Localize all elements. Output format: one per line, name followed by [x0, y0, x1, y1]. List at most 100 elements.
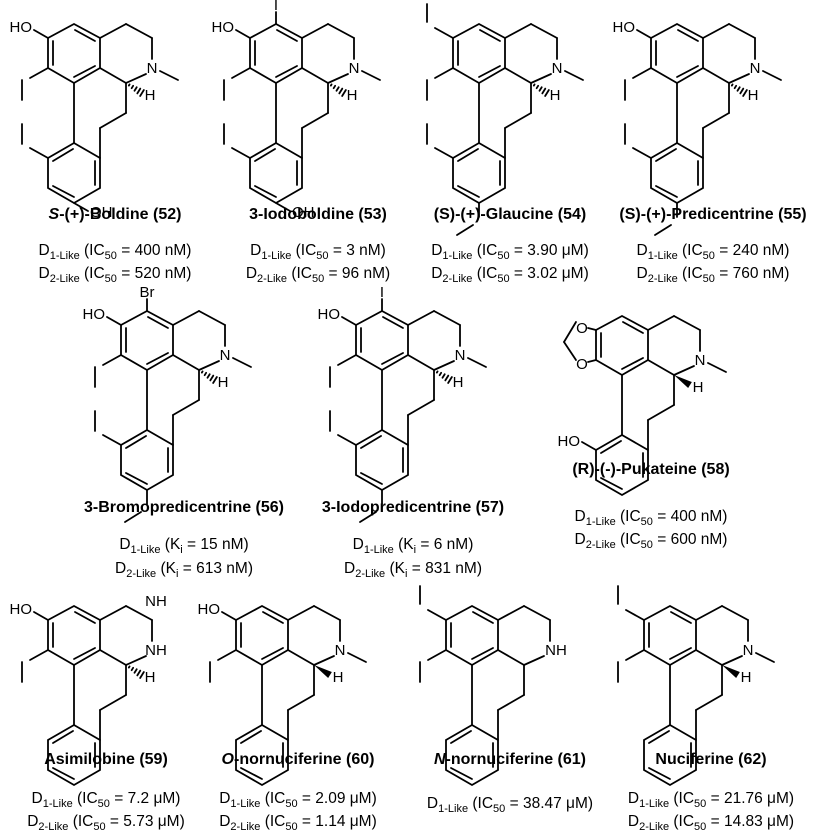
receptor-subtype: 1-Like [42, 798, 73, 811]
wedge-bond [314, 665, 332, 678]
ring-a-double [261, 647, 284, 660]
receptor-subtype: 2-Like [355, 568, 386, 581]
hash-bond [329, 83, 333, 87]
ring-d-double [450, 767, 473, 780]
methoxy-bond [632, 147, 652, 159]
receptor-letter: D [344, 560, 356, 577]
close-paren: ) [186, 242, 192, 259]
measure-letter: K [169, 536, 181, 553]
receptor-letter: D [115, 560, 127, 577]
hash-bond [441, 373, 446, 379]
open-paren: ( [79, 242, 90, 259]
bond [327, 23, 355, 39]
n-methyl [707, 362, 727, 373]
bond [172, 354, 200, 371]
compound-name-text: 3-Iodopredicentrine (57) [321, 499, 505, 516]
hash-bond [130, 666, 135, 672]
hydroxyl-bond [341, 316, 357, 326]
activity-c59-1: D2-Like (IC50 = 5.73 μM) [0, 812, 216, 837]
hydroxyl-bond [33, 611, 49, 621]
receptor-subtype: 2-Like [38, 821, 69, 834]
bond [721, 605, 749, 621]
activity-value: = 240 nM [714, 242, 785, 259]
ring-a-double [74, 611, 96, 624]
bond [125, 655, 147, 666]
bond [721, 655, 743, 666]
hydroxyl-bond [106, 316, 122, 326]
measure-letter: IC [678, 790, 695, 807]
ring-a [47, 604, 101, 667]
measure-letter: IC [300, 242, 317, 259]
measure-letter: IC [477, 795, 494, 812]
receptor-letter: D [636, 242, 648, 259]
halogen-label: Br [140, 284, 155, 301]
hash-bond [341, 89, 347, 97]
hash-bond [532, 83, 536, 87]
ring-a-double [622, 321, 644, 334]
compound-name-c55: (S)-(+)-Predicentrine (55) [603, 206, 822, 224]
receptor-subtype: 2-Like [585, 539, 616, 552]
n-methyl [755, 652, 775, 663]
ring-d-double [600, 477, 623, 490]
measure-letter: IC [296, 265, 312, 282]
hydroxyl-label: HO [83, 306, 106, 323]
ring-a [235, 604, 289, 667]
receptor-subtype: 1-Like [363, 544, 394, 557]
compound-name-c52: S-(+)-Boldine (52) [5, 206, 225, 224]
hash-bond [438, 371, 443, 377]
hydroxyl-bond [235, 29, 251, 39]
measure-letter: IC [77, 813, 94, 830]
activity-value: = 3 nM [328, 242, 381, 259]
hash-bond [139, 671, 145, 679]
hash-bond [435, 370, 439, 374]
ring-d-double [52, 185, 75, 198]
ring-d [355, 429, 409, 492]
close-paren: ) [371, 790, 377, 807]
hydroxyl-label: HO [318, 306, 341, 323]
ring-a-double [479, 29, 501, 42]
bond [313, 655, 335, 666]
measure-letter: IC [89, 265, 105, 282]
stereo-h-label: H [333, 669, 344, 686]
activity-c56-1: D2-Like (Ki = 613 nM) [74, 559, 294, 584]
open-paren: ( [287, 265, 297, 282]
methoxy-bond [625, 609, 645, 621]
bond [647, 404, 675, 421]
close-paren: ) [243, 536, 249, 553]
receptor-letter: D [431, 242, 443, 259]
receptor-letter: D [352, 536, 364, 553]
dioxole-bond [587, 327, 597, 331]
dioxole-ch2 [563, 341, 577, 361]
open-paren: ( [468, 795, 478, 812]
nh-label: NH [145, 593, 167, 610]
measure-subscript: 50 [702, 273, 715, 286]
ring-a-double [73, 65, 96, 78]
bond [99, 67, 127, 84]
measure-subscript: 50 [497, 273, 510, 286]
activity-c58-0: D1-Like (IC50 = 400 nM) [541, 507, 761, 532]
measure-subscript: 50 [493, 803, 506, 816]
hash-bond [212, 376, 218, 384]
halogen-label: I [274, 0, 278, 14]
ring-a-double [676, 65, 699, 78]
ring-d-double [125, 435, 147, 449]
measure-subscript: i [180, 544, 183, 557]
compound-name-text: -(+)-Boldine (52) [59, 206, 182, 223]
close-paren: ) [722, 508, 728, 525]
receptor-letter: D [431, 265, 443, 282]
hydroxyl-label: HO [558, 433, 581, 450]
receptor-letter: D [219, 790, 231, 807]
activity-c55-1: D2-Like (IC50 = 760 nM) [603, 264, 822, 289]
compound-name-text: 3-Iodoboldine (53) [249, 206, 387, 223]
bond [504, 67, 532, 84]
ring-d [452, 142, 506, 205]
ring-d [650, 142, 704, 205]
activity-c61-0: D1-Like (IC50 = 38.47 μM) [400, 794, 620, 819]
ring-d-double [457, 185, 480, 198]
bond [433, 360, 455, 371]
measure-letter: K [403, 536, 414, 553]
measure-subscript: 50 [285, 821, 298, 834]
measure-letter: IC [678, 813, 695, 830]
ring-d-double [648, 767, 671, 780]
